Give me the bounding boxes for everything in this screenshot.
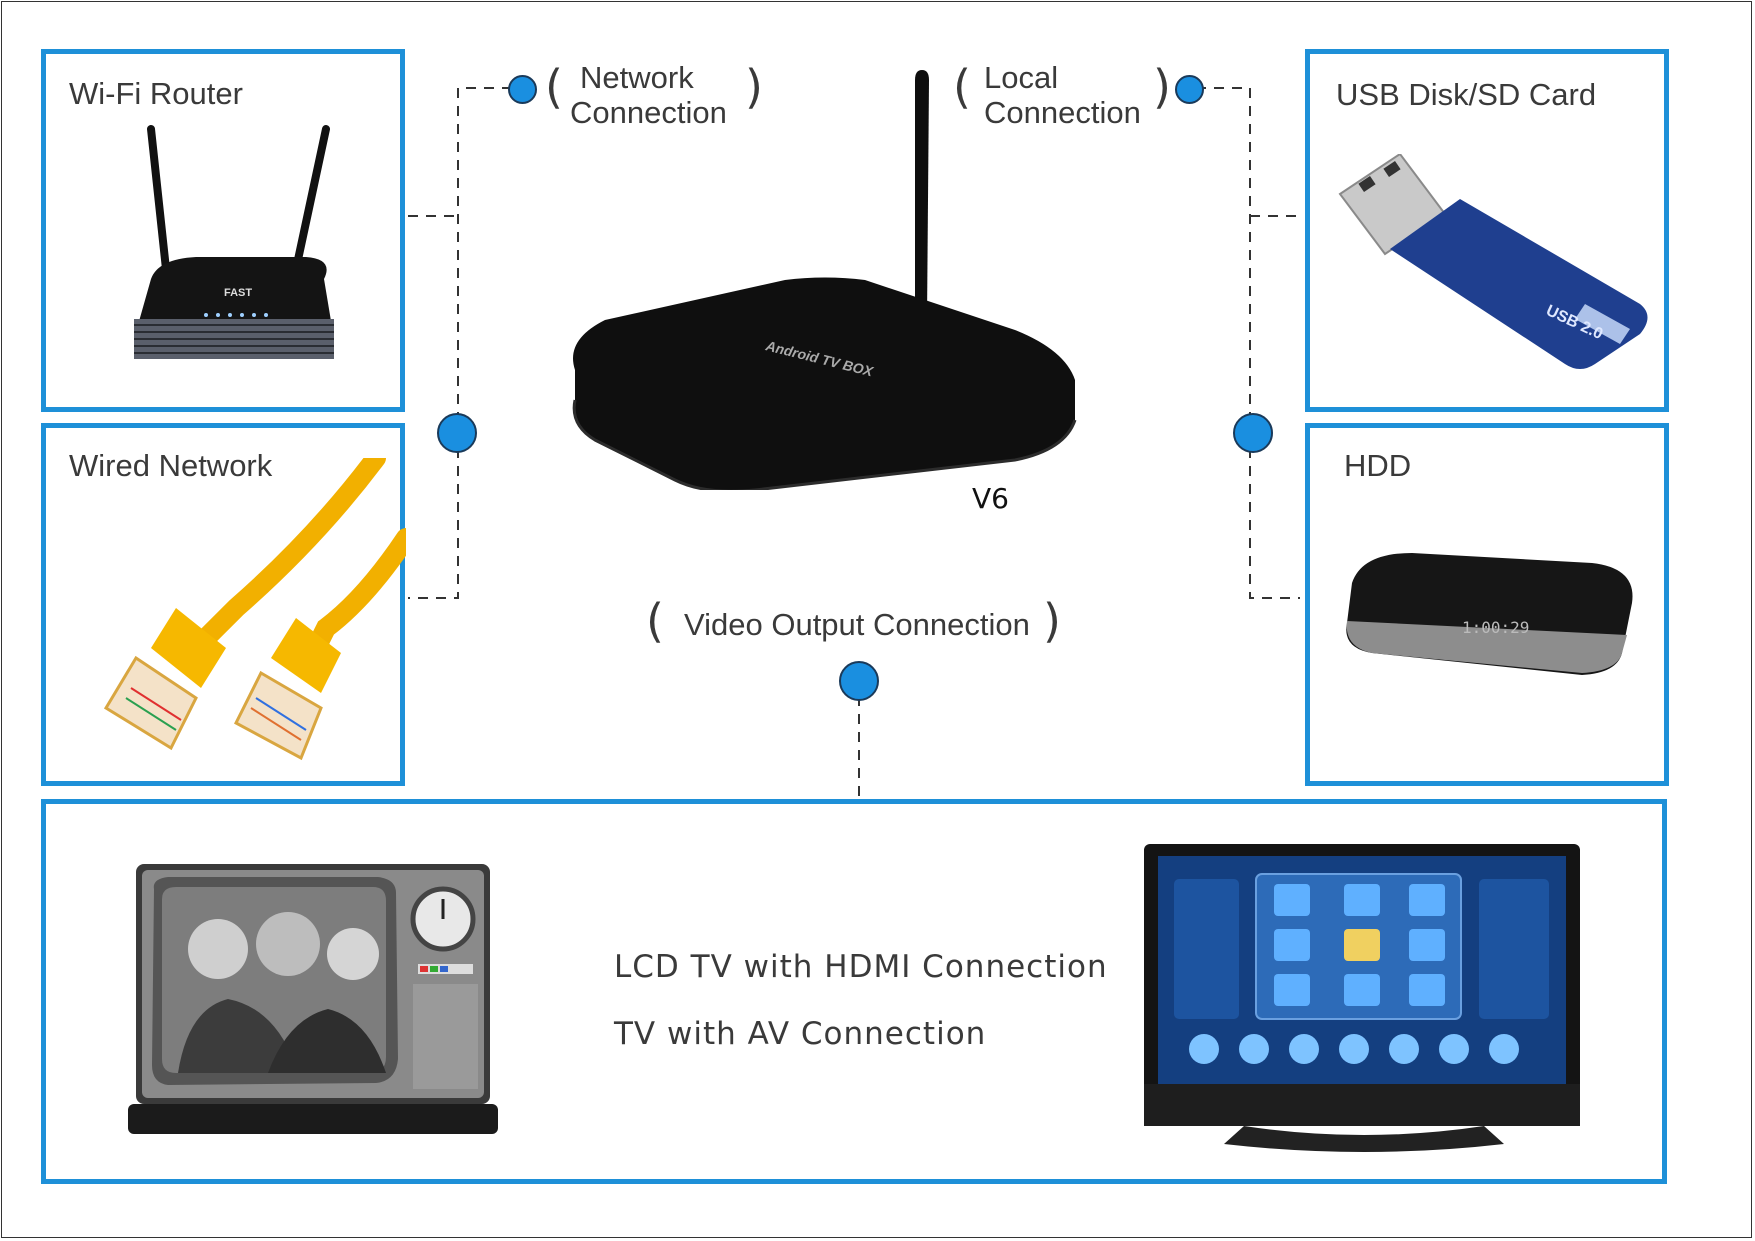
wired-network-label: Wired Network: [69, 448, 273, 483]
local-paren-open: (: [953, 60, 971, 114]
android-tv-box-icon: Android TV BOX: [572, 70, 1077, 490]
hdd-player-icon: 1:00:29: [1346, 553, 1633, 675]
network-paren-open: (: [545, 60, 563, 114]
local-label-line1: Local: [984, 60, 1059, 95]
lcd-tv-text: LCD TV with HDMI Connection: [614, 949, 1108, 985]
panel-wired-network: Wired Network: [41, 423, 406, 786]
network-dot: [508, 75, 537, 104]
network-label-line2: Connection: [570, 95, 727, 130]
wifi-router-icon: FAST: [134, 125, 334, 359]
video-paren-close: ): [1043, 594, 1061, 648]
ethernet-cable-icon: [103, 458, 406, 761]
hdd-display-text: 1:00:29: [1462, 618, 1529, 637]
wifi-router-label: Wi-Fi Router: [69, 76, 243, 111]
local-dot: [1175, 75, 1204, 104]
panel-tv-outputs: LCD TV with HDMI Connection TV with AV C…: [41, 799, 1667, 1184]
local-hub-dot: [1233, 413, 1273, 453]
network-label-line1: Network: [580, 60, 694, 95]
model-label: V6: [972, 482, 1009, 515]
router-brand-text: FAST: [224, 287, 252, 299]
video-paren-open: (: [646, 594, 664, 648]
network-paren-close: ): [745, 60, 763, 114]
lcd-tv-icon: [1144, 844, 1580, 1152]
usb-stick-icon: USB 2.0: [1338, 154, 1648, 369]
local-connection-label: Local Connection: [984, 60, 1141, 130]
panel-usb-disk: USB Disk/SD Card USB 2.0: [1305, 49, 1669, 412]
usb-disk-label: USB Disk/SD Card: [1336, 77, 1597, 112]
local-paren-close: ): [1153, 60, 1171, 114]
panel-wifi-router: Wi-Fi Router FAST: [41, 49, 405, 412]
video-hub-dot: [839, 661, 879, 701]
panel-hdd: HDD 1:00:29: [1305, 423, 1669, 786]
retro-tv-icon: [128, 864, 498, 1134]
local-bracket-line: [1196, 87, 1300, 599]
network-bracket-line: [408, 87, 512, 599]
video-output-label: Video Output Connection: [684, 607, 1030, 642]
network-connection-label: Network Connection: [570, 60, 727, 130]
local-label-line2: Connection: [984, 95, 1141, 130]
av-tv-text: TV with AV Connection: [614, 1016, 987, 1052]
hdd-label: HDD: [1344, 448, 1412, 483]
network-hub-dot: [437, 413, 477, 453]
